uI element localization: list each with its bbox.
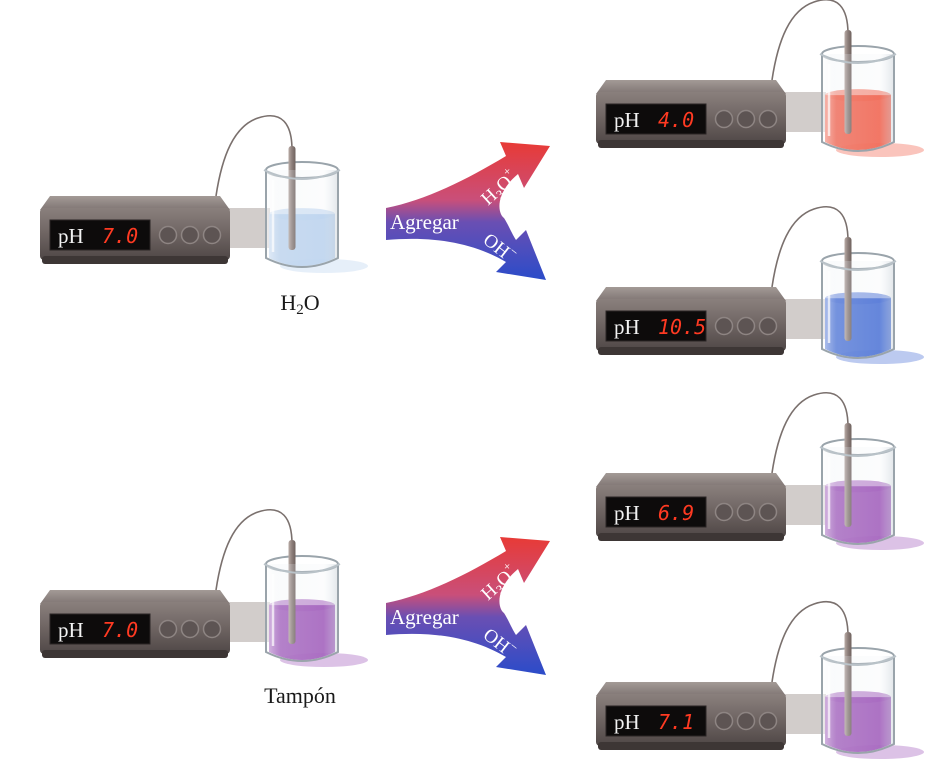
- water-initial-station: pH 7.0: [40, 115, 368, 273]
- buffer-initial-station-meter-top: [40, 590, 230, 604]
- buffer-initial-station-probe-cable: [215, 509, 293, 591]
- buffer-base-station-knob-1: [714, 711, 734, 731]
- water-initial-station-ph-reading: 7.0: [102, 224, 138, 248]
- water-acid-station-ph-reading: 4.0: [658, 108, 694, 132]
- buffer-initial-station-display: [49, 613, 151, 645]
- buffer-base-station-beaker-lip: [819, 655, 897, 666]
- buffer-acid-station-meter-shadow: [780, 485, 826, 525]
- buffer-acid-station-display: [605, 496, 707, 528]
- water-initial-station-meter-base: [42, 256, 228, 264]
- water-split-arrow-shape: [386, 142, 550, 280]
- water-initial-station-meter-top: [40, 196, 230, 210]
- water-acid-station-meter-base: [598, 140, 784, 148]
- water-acid-station-meter-top: [596, 80, 786, 94]
- buffer-acid-station-meter-base: [598, 533, 784, 541]
- buffer-acid-station-beaker-glass: [821, 447, 895, 545]
- water-base-station-knob-2: [736, 316, 756, 336]
- buffer-initial-station-meter-base: [42, 650, 228, 658]
- water-base-station-ph-reading: 10.5: [658, 315, 706, 339]
- water-initial-station-ph-label: pH: [58, 224, 84, 248]
- buffer-acid-station-ph-label: pH: [614, 501, 640, 525]
- water-base-station-knob-3: [758, 316, 778, 336]
- buffer-acid-station: pH 6.9: [596, 392, 924, 550]
- water-acid-station-display: [605, 103, 707, 135]
- buffer-base-station-probe-cable: [771, 601, 849, 683]
- buffer-initial-station-knob-1: [158, 619, 178, 639]
- water-acid-station-beaker-glass: [821, 54, 895, 152]
- water-initial-station-knob-2: [180, 225, 200, 245]
- water-caption: H2O: [280, 290, 320, 318]
- water-split-arrow-label: Agregar: [390, 210, 459, 234]
- water-initial-station-display: [49, 219, 151, 251]
- buffer-acid-station-knob-2: [736, 502, 756, 522]
- buffer-base-station-meter-base: [598, 742, 784, 750]
- buffer-acid-station-knob-1: [714, 502, 734, 522]
- buffer-initial-station-beaker-lip: [263, 563, 341, 574]
- water-base-station-probe-cable: [771, 206, 849, 288]
- water-base-station-beaker-lip: [819, 260, 897, 271]
- water-base-station-ph-label: pH: [614, 315, 640, 339]
- buffer-initial-station-knob-3: [202, 619, 222, 639]
- water-acid-station-knob-3: [758, 109, 778, 129]
- buffer-base-station-ph-reading: 7.1: [658, 710, 694, 734]
- water-acid-station-meter-shadow: [780, 92, 826, 132]
- buffer-split-arrow-label: Agregar: [390, 605, 459, 629]
- water-acid-station-knob-1: [714, 109, 734, 129]
- water-initial-station-knob-3: [202, 225, 222, 245]
- buffer-initial-station-meter-shadow: [224, 602, 270, 642]
- buffer-base-station-display: [605, 705, 707, 737]
- buffer-initial-station-knob-2: [180, 619, 200, 639]
- buffer-base-station-meter-top: [596, 682, 786, 696]
- buffer-acid-station-probe-cable: [771, 392, 849, 474]
- water-initial-station-probe-cable: [215, 115, 293, 197]
- water-initial-station-beaker-glass: [265, 170, 339, 268]
- buffer-base-station-knob-3: [758, 711, 778, 731]
- water-initial-station-knob-1: [158, 225, 178, 245]
- water-initial-station-meter-shadow: [224, 208, 270, 248]
- buffer-base-station-ph-label: pH: [614, 710, 640, 734]
- water-acid-station-beaker-lip: [819, 53, 897, 64]
- water-base-station-meter-shadow: [780, 299, 826, 339]
- buffer-acid-station-knob-3: [758, 502, 778, 522]
- buffer-split-arrow-acid-ion: H3O+: [475, 559, 524, 606]
- buffer-acid-station-beaker-lip: [819, 446, 897, 457]
- buffer-initial-station-ph-label: pH: [58, 618, 84, 642]
- buffer-initial-station: pH 7.0: [40, 509, 368, 667]
- buffer-split-arrow-shape: [386, 537, 550, 675]
- water-base-station-meter-base: [598, 347, 784, 355]
- water-base-station-display: [605, 310, 707, 342]
- buffer-base-station-knob-2: [736, 711, 756, 731]
- buffer-acid-station-meter-top: [596, 473, 786, 487]
- water-initial-station-beaker-lip: [263, 169, 341, 180]
- water-acid-station: pH 4.0: [596, 0, 924, 157]
- buffer-acid-station-ph-reading: 6.9: [658, 501, 694, 525]
- water-base-station-knob-1: [714, 316, 734, 336]
- buffer-initial-station-ph-reading: 7.0: [102, 618, 138, 642]
- water-acid-station-knob-2: [736, 109, 756, 129]
- water-acid-station-ph-label: pH: [614, 108, 640, 132]
- water-acid-station-probe-cable: [771, 0, 849, 81]
- buffer-base-station-beaker-glass: [821, 656, 895, 754]
- buffer-base-station: pH 7.1: [596, 601, 924, 759]
- water-base-station-meter-top: [596, 287, 786, 301]
- buffer-caption: Tampón: [264, 683, 336, 708]
- buffer-initial-station-beaker-glass: [265, 564, 339, 662]
- buffer-base-station-meter-shadow: [780, 694, 826, 734]
- water-base-station-beaker-glass: [821, 261, 895, 359]
- water-base-station: pH 10.5: [596, 206, 924, 364]
